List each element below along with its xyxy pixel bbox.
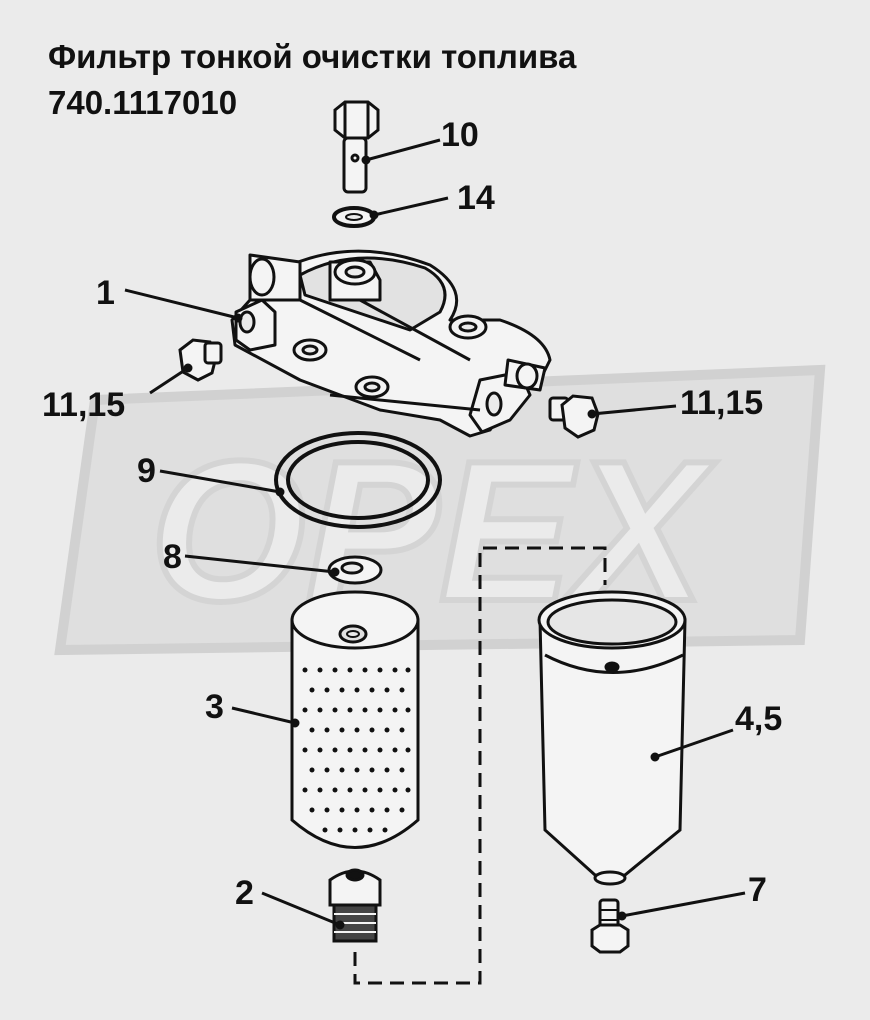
callout-9: 9 bbox=[137, 452, 156, 490]
filter-perforation-pattern bbox=[302, 667, 411, 833]
part-4-5-filter-bowl bbox=[537, 590, 687, 886]
part-11-15-plug-right bbox=[548, 394, 600, 439]
callout-11-15-left: 11,15 bbox=[42, 386, 126, 424]
callout-10: 10 bbox=[441, 116, 479, 154]
part-9-sealing-ring bbox=[274, 431, 442, 529]
callout-7: 7 bbox=[748, 871, 767, 909]
callout-2: 2 bbox=[235, 874, 254, 912]
part-7-drain-plug bbox=[590, 898, 630, 954]
part-10-bolt bbox=[333, 100, 380, 194]
page-title: Фильтр тонкой очистки топлива bbox=[48, 38, 577, 75]
callout-8: 8 bbox=[163, 538, 182, 576]
assembly-dashed-lines bbox=[353, 546, 607, 985]
part-3-filter-element bbox=[290, 590, 420, 849]
callout-11-15-right: 11,15 bbox=[680, 384, 764, 422]
part-number: 740.1117010 bbox=[48, 84, 238, 121]
part-8-washer bbox=[327, 555, 383, 585]
part-1-filter-cover bbox=[230, 249, 552, 438]
callout-3: 3 bbox=[205, 688, 224, 726]
part-2-valve bbox=[328, 868, 382, 943]
callout-4-5: 4,5 bbox=[735, 700, 783, 738]
callout-1: 1 bbox=[96, 274, 115, 312]
callout-leader-lines bbox=[124, 138, 746, 930]
callout-14: 14 bbox=[457, 179, 495, 217]
part-11-15-plug-left bbox=[178, 338, 223, 382]
